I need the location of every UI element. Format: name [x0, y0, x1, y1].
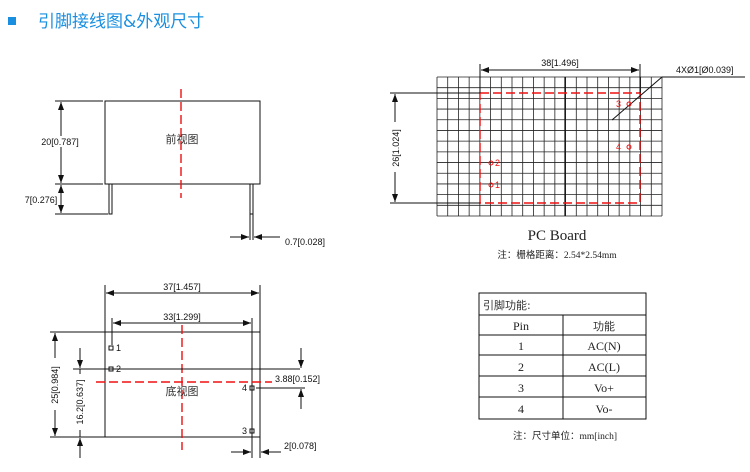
table-cell-pin: 3 — [518, 381, 524, 395]
dim-pin-span: 33[1.299] — [163, 312, 201, 322]
board-title: PC Board — [528, 228, 587, 244]
bottom-view: 37[1.457] 33[1.299] 底视图 1 2 3 4 25[0.984… — [49, 282, 320, 458]
grid — [436, 76, 663, 217]
table-cell-function: Vo+ — [594, 381, 614, 395]
table-cell-function: AC(N) — [587, 339, 620, 353]
bottom-pin-1: 1 — [116, 343, 121, 353]
bottom-pin-3: 3 — [242, 426, 247, 436]
unit-note: 注：尺寸单位：mm[inch] — [513, 430, 617, 442]
dim-pin-width: 0.7[0.028] — [285, 237, 325, 247]
grid-note: 注：栅格距离：2.54*2.54mm — [497, 249, 617, 261]
hole-note: 4XØ1[Ø0.039] — [676, 65, 734, 75]
front-view-label: 前视图 — [166, 132, 199, 146]
dim-board-width: 38[1.496] — [541, 58, 579, 68]
board-pin-4: 4 — [616, 142, 621, 152]
dim-pin4: 3.88[0.152] — [275, 374, 320, 384]
dim-height: 20[0.787] — [41, 137, 79, 147]
pin-table: 引脚功能: Pin 功能 1 AC(N) 2 AC(L) 3 Vo+ 4 Vo- 注：尺寸单位… — [478, 292, 647, 442]
table-cell-pin: 1 — [518, 339, 524, 353]
board-pin-1: 1 — [495, 180, 500, 190]
bottom-pin-4: 4 — [242, 383, 247, 393]
header-bullet-icon — [8, 17, 16, 25]
table-cell-function: Vo- — [595, 402, 612, 416]
table-cell-pin: 4 — [518, 402, 524, 416]
dim-bottom-height: 25[0.984] — [50, 366, 60, 404]
table-title: 引脚功能: — [483, 298, 531, 312]
board-pin-3: 3 — [616, 99, 621, 109]
table-cell-function: AC(L) — [588, 360, 620, 374]
dim-pin2: 16.2[0.637] — [75, 379, 85, 424]
pc-board: 38[1.496] 26[1.024] 4XØ1[Ø0.039] 1 2 3 4… — [389, 58, 745, 261]
front-view: 前视图 20[0.787] 7[0.276] 0.7[0.028] — [20, 89, 325, 247]
dim-pin-length: 7[0.276] — [25, 195, 58, 205]
dim-bottom-width: 37[1.457] — [163, 282, 201, 292]
table-cell-pin: 2 — [518, 360, 524, 374]
board-pin-2: 2 — [495, 158, 500, 168]
dim-edge: 2[0.078] — [284, 441, 317, 451]
table-header-pin: Pin — [513, 319, 529, 333]
dim-board-height: 26[1.024] — [391, 129, 401, 167]
section-title: 引脚接线图&外观尺寸 — [38, 12, 204, 32]
table-header-function: 功能 — [593, 319, 615, 333]
bottom-view-label: 底视图 — [166, 384, 199, 398]
